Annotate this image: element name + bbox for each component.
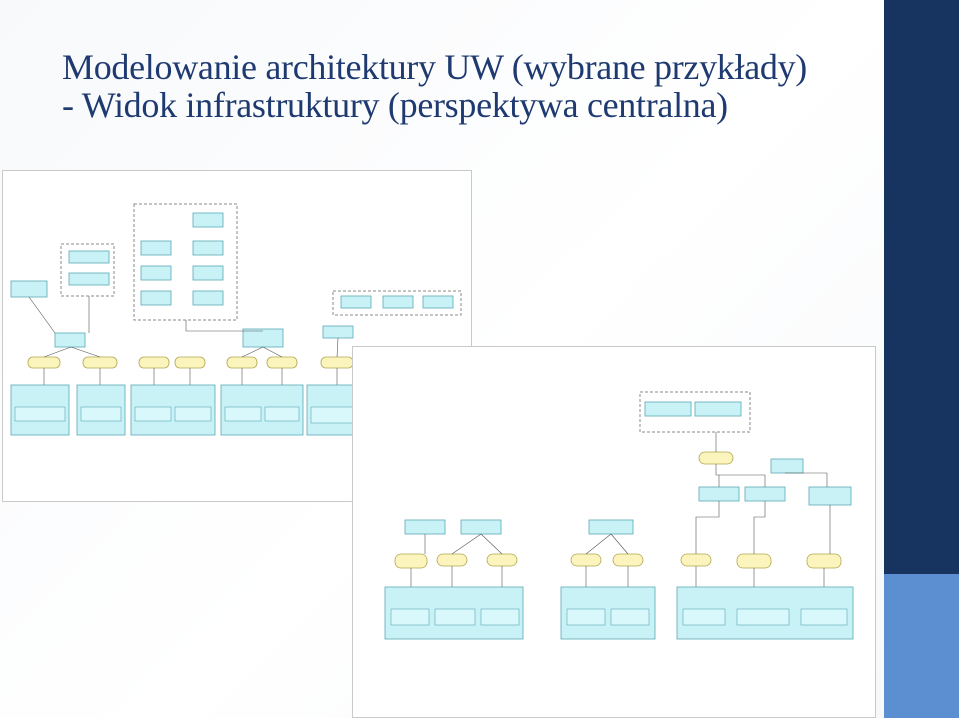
diagram-right-canvas: [384, 391, 854, 640]
right-top-nodes: [404, 401, 852, 535]
left-top-nodes: [10, 212, 454, 348]
right-service-row: [394, 451, 842, 569]
group-left-top: [133, 203, 238, 321]
infrastructure-diagram-right: [352, 346, 876, 718]
sidebar-accent-light: [884, 574, 959, 718]
sidebar-accent-dark: [884, 0, 959, 574]
right-connectors: [410, 432, 831, 587]
group-left-middle: [60, 243, 115, 297]
right-inner-nodes: [390, 608, 848, 626]
slide-title-line-2: - Widok infrastruktury (perspektywa cent…: [62, 85, 728, 125]
slide-title-line-1: Modelowanie architektury UW (wybrane prz…: [62, 47, 807, 87]
slide-title: Modelowanie architektury UW (wybrane prz…: [62, 48, 872, 124]
group-left-right: [332, 290, 462, 316]
group-right-top: [639, 391, 751, 433]
infrastructure-diagram-left: [2, 170, 472, 502]
